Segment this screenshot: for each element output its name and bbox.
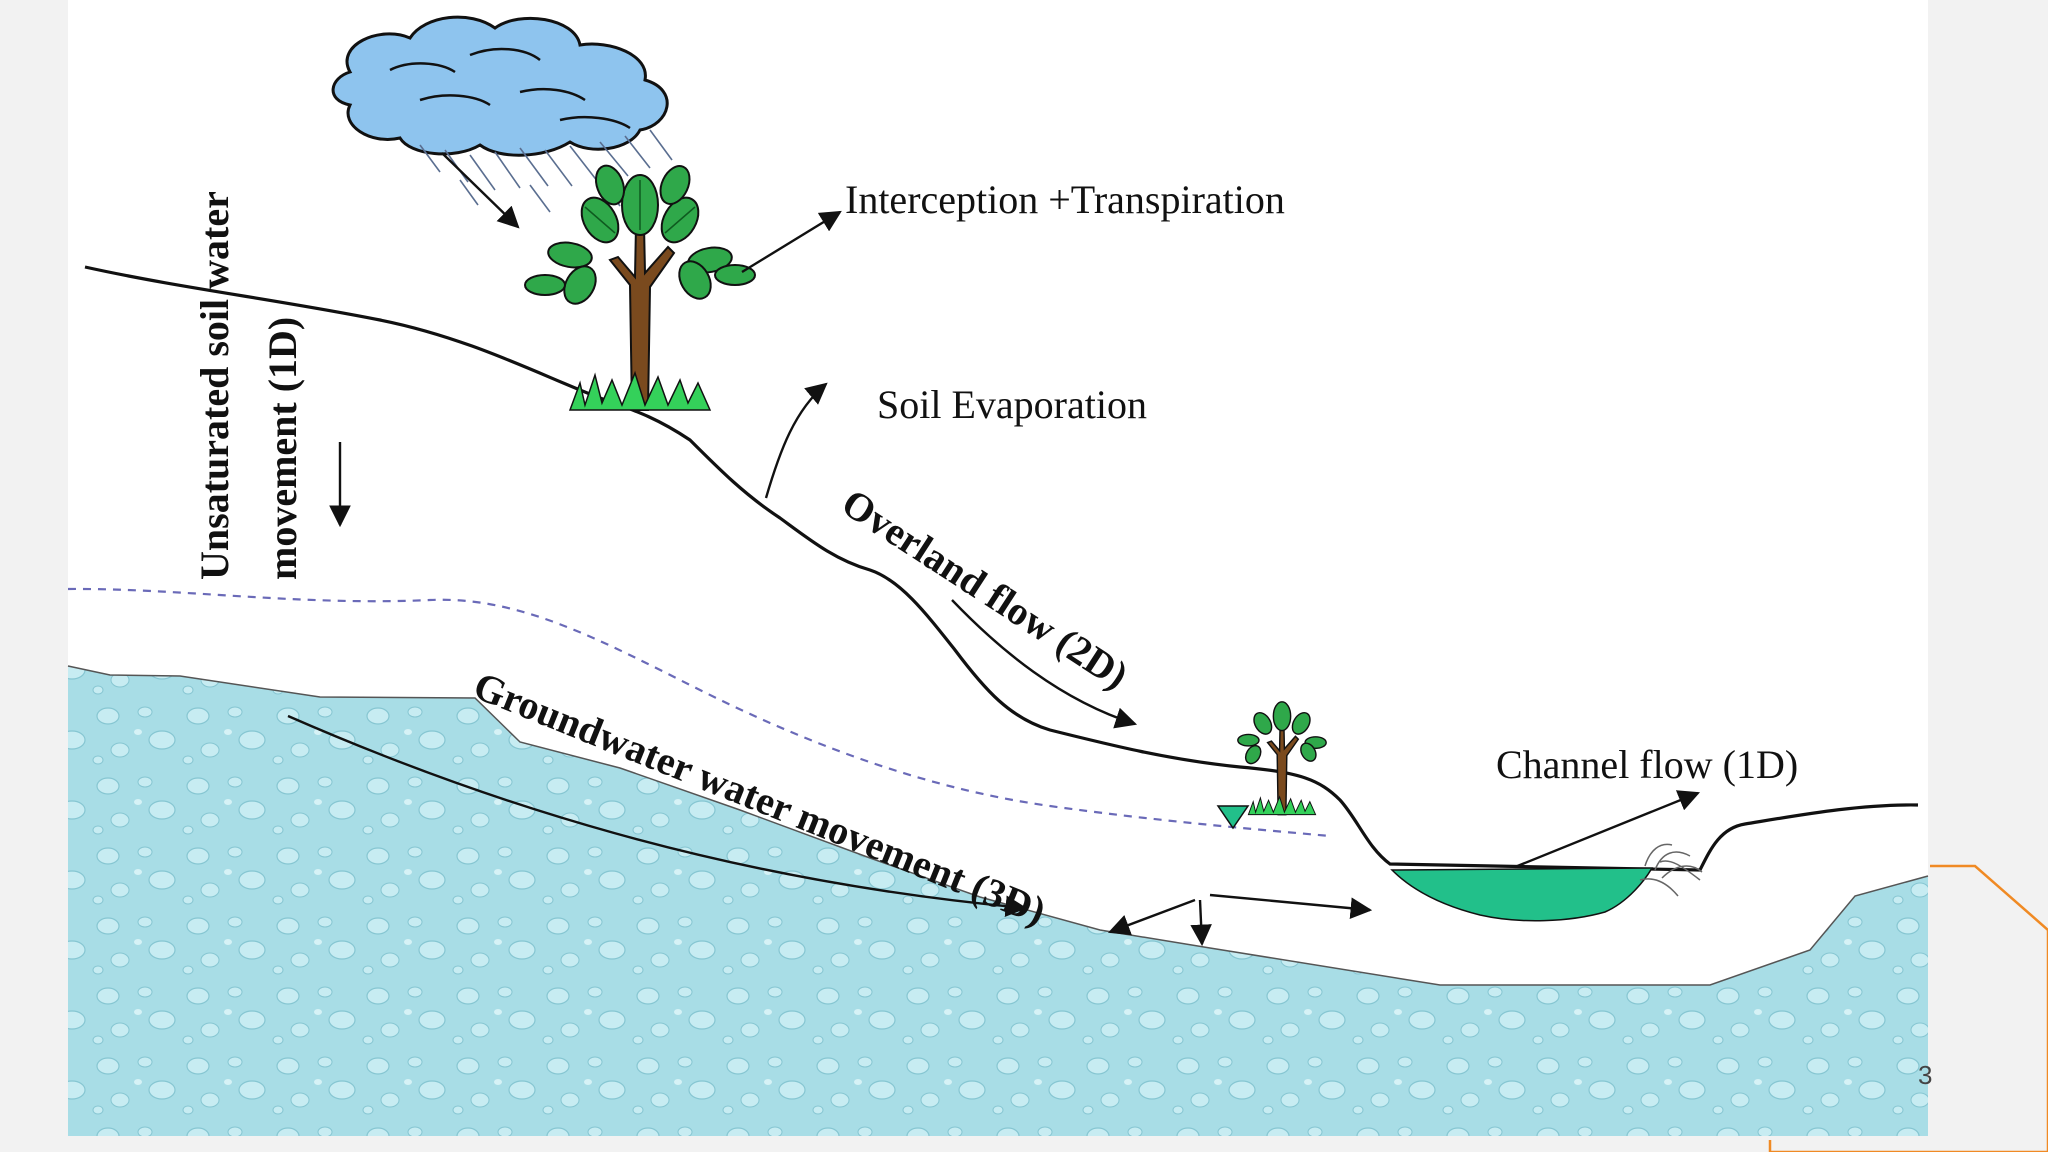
label-interception: Interception +Transpiration bbox=[845, 177, 1285, 222]
transpiration-arrow bbox=[741, 210, 842, 274]
channel-arrow bbox=[1514, 790, 1701, 869]
exchange-arrow bbox=[1190, 899, 1212, 947]
groundwater-zone bbox=[68, 666, 1928, 1136]
groundwater-arrow bbox=[287, 714, 1028, 917]
slide-accent-frame bbox=[1768, 864, 2048, 1152]
water-table-line bbox=[67, 587, 1331, 838]
cloud-rain-icon bbox=[331, 15, 673, 213]
groundwater-boundary bbox=[67, 665, 1929, 986]
overland-arrow bbox=[951, 599, 1138, 729]
label-unsaturated-line1: Unsaturated soil water bbox=[192, 191, 237, 580]
ground-surface-line bbox=[84, 265, 1919, 872]
small-tree-icon bbox=[1237, 701, 1327, 816]
reeds bbox=[1639, 843, 1703, 897]
label-soil-evaporation: Soil Evaporation bbox=[877, 382, 1147, 427]
label-unsaturated-line2: movement (1D) bbox=[260, 317, 305, 580]
rain-arrow bbox=[441, 152, 520, 229]
evaporation-arrow bbox=[764, 382, 828, 499]
flow-arrows bbox=[287, 152, 1701, 947]
groundwater-right-arrow bbox=[1209, 893, 1373, 919]
tree-icon bbox=[524, 164, 756, 411]
exchange-arrow-2 bbox=[1107, 898, 1196, 936]
slide-page-number: 3 bbox=[1918, 1060, 1933, 1090]
label-channel-flow: Channel flow (1D) bbox=[1496, 742, 1798, 787]
channel-water bbox=[1390, 867, 1654, 922]
water-table-triangle-icon bbox=[1216, 805, 1250, 830]
